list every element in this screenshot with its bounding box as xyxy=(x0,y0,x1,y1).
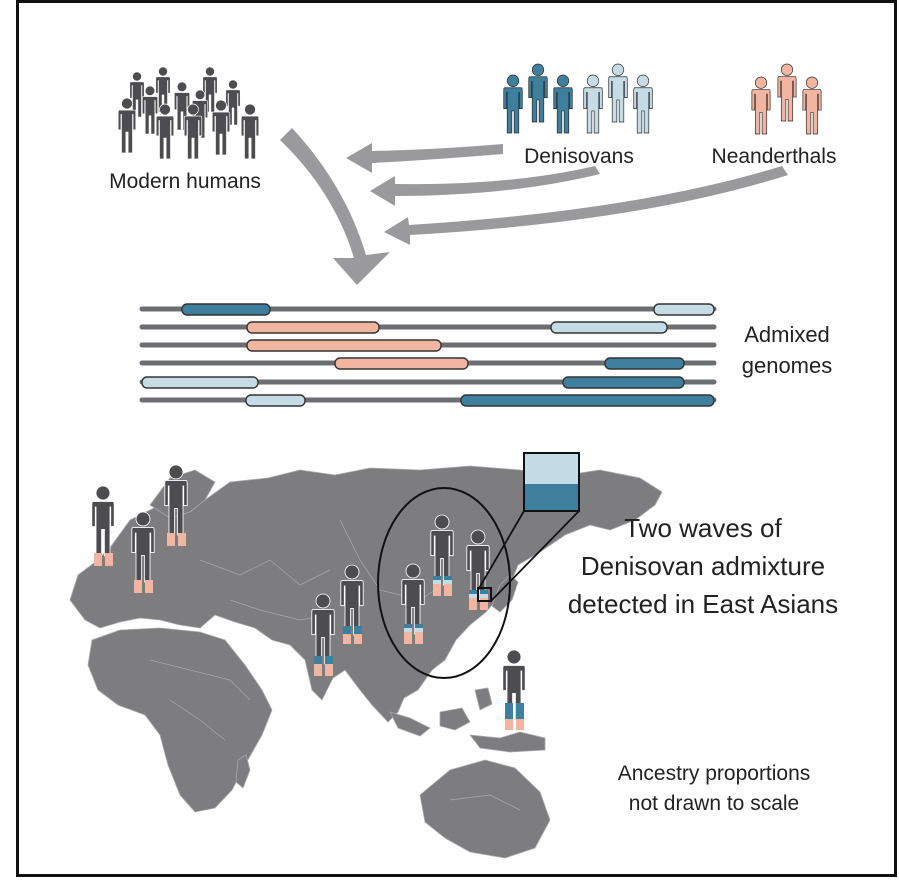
person-papua xyxy=(502,649,526,730)
denisovans-label: Denisovans xyxy=(524,145,634,168)
genome-segment xyxy=(246,321,380,334)
modern-arrow xyxy=(280,128,390,285)
genome-strands xyxy=(139,303,717,407)
admixed-label-line1: Admixed xyxy=(744,322,830,347)
world-map xyxy=(69,465,663,859)
person-eastasia-2 xyxy=(466,529,490,610)
genome-segment xyxy=(181,303,271,316)
waves-title-line1: Two waves of xyxy=(624,513,782,543)
person-southasia-1 xyxy=(340,564,364,644)
denisovan-arrow-2 xyxy=(370,166,600,206)
genome-segment xyxy=(245,394,306,407)
scale-note-line1: Ancestry proportions xyxy=(618,762,811,785)
person-southasia-2 xyxy=(311,593,335,676)
genome-segment xyxy=(460,394,715,407)
person-eastasia-1 xyxy=(430,514,454,596)
person-eastasia-3 xyxy=(401,563,425,644)
scale-note-line2: not drawn to scale xyxy=(629,792,799,815)
map-people xyxy=(91,464,526,730)
zoom-proportion-box xyxy=(523,452,580,512)
waves-title-line2: Denisovan admixture xyxy=(581,551,825,581)
denisovans-group xyxy=(503,63,653,134)
admixed-label-line2: genomes xyxy=(742,353,833,378)
neanderthals-group xyxy=(751,63,822,135)
genome-segment xyxy=(141,376,259,389)
genome-segment xyxy=(562,376,685,389)
zoom-source-box xyxy=(477,587,492,602)
denisovan-arrow-1 xyxy=(346,143,503,173)
modern-humans-label: Modern humans xyxy=(109,170,261,193)
genome-segment xyxy=(334,357,469,370)
neanderthals-label: Neanderthals xyxy=(712,145,837,168)
person-europe-1 xyxy=(91,485,115,566)
person-europe-2 xyxy=(131,511,155,593)
east-asia-callout xyxy=(377,452,580,679)
genome-segment xyxy=(246,339,442,352)
modern-humans-crowd xyxy=(117,66,260,160)
east-asia-ellipse xyxy=(377,487,511,679)
genome-segment xyxy=(550,321,668,334)
genome-segment xyxy=(604,357,685,370)
person-europe-3 xyxy=(164,464,188,546)
genome-segment xyxy=(653,303,715,316)
waves-title-line3: detected in East Asians xyxy=(568,589,838,619)
neanderthal-arrow xyxy=(384,166,788,245)
flow-arrows xyxy=(280,128,788,285)
